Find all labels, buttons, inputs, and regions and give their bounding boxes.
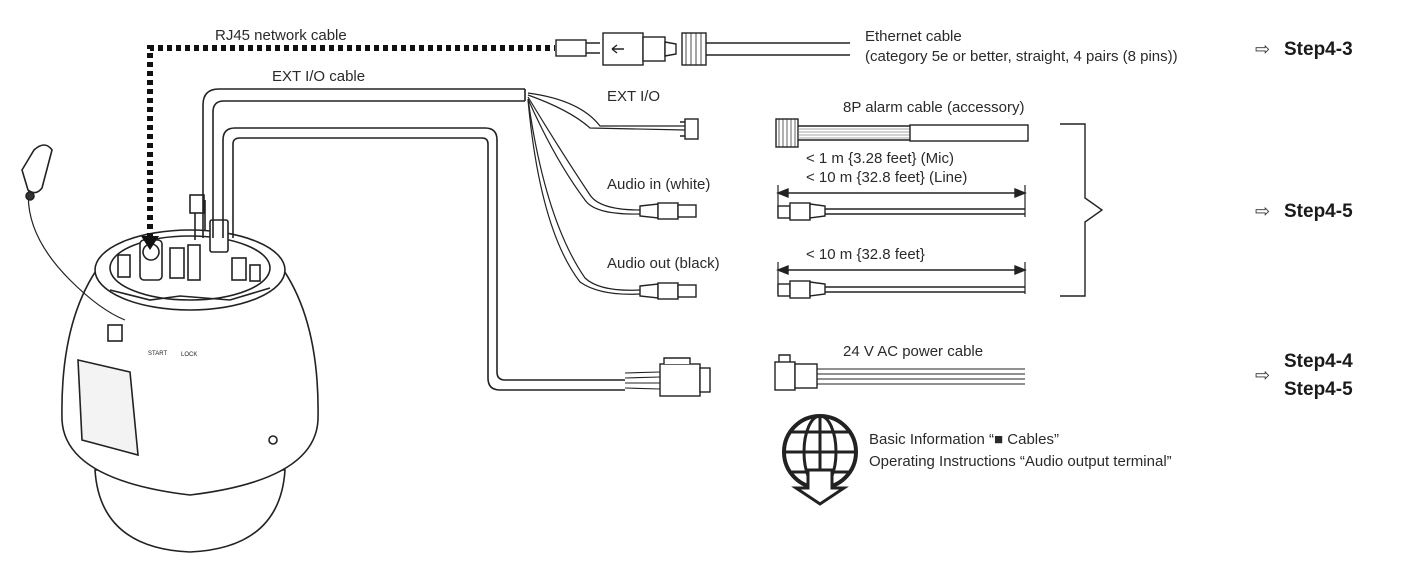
step-4-5-link[interactable]: Step4-5 bbox=[1284, 201, 1353, 222]
step-4-3-link[interactable]: Step4-3 bbox=[1284, 39, 1353, 60]
power-cable-drawing bbox=[774, 354, 1025, 391]
ethernet-cable-spec: (category 5e or better, straight, 4 pair… bbox=[865, 48, 1178, 65]
basic-info-reference: Basic Information “■ Cables” bbox=[869, 431, 1059, 448]
audio-out-plug bbox=[639, 282, 697, 300]
start-mark: START bbox=[148, 351, 167, 357]
rj45-plug bbox=[555, 39, 600, 57]
globe-download-icon bbox=[782, 414, 858, 506]
step-4-5-power-link[interactable]: Step4-5 bbox=[1284, 379, 1353, 400]
power-cable-label: 24 V AC power cable bbox=[843, 343, 984, 360]
audio-out-label: Audio out (black) bbox=[607, 255, 720, 272]
line-cable-drawing bbox=[776, 185, 1027, 221]
camera-body bbox=[21, 144, 319, 553]
audio-out-cable-drawing bbox=[776, 262, 1027, 299]
step45-brace bbox=[1060, 123, 1104, 297]
audio-in-label: Audio in (white) bbox=[607, 176, 711, 193]
ext-io-cable-label: EXT I/O cable bbox=[272, 68, 366, 85]
rj45-cable bbox=[147, 45, 555, 238]
power-connector bbox=[659, 357, 711, 397]
ethernet-cable-label: Ethernet cable bbox=[865, 28, 962, 45]
ext-io-cable bbox=[202, 88, 686, 295]
ethernet-connector bbox=[602, 32, 850, 66]
step-4-4-link[interactable]: Step4-4 bbox=[1284, 351, 1353, 372]
rj45-arrowhead bbox=[141, 236, 159, 250]
rj45-cable-label: RJ45 network cable bbox=[215, 27, 347, 44]
step43-arrow-icon: ⇨ bbox=[1255, 39, 1271, 59]
step44-arrow-icon: ⇨ bbox=[1255, 365, 1271, 385]
power-cable bbox=[222, 127, 661, 391]
mic-length-label: < 1 m {3.28 feet} (Mic) bbox=[806, 150, 954, 167]
alarm-cable-label: 8P alarm cable (accessory) bbox=[843, 99, 1025, 116]
lock-mark: LOCK bbox=[181, 352, 197, 358]
alarm-cable-drawing bbox=[775, 118, 1029, 148]
audio-in-plug bbox=[639, 202, 697, 220]
ext-io-connector bbox=[680, 118, 699, 140]
ext-io-label: EXT I/O bbox=[607, 88, 661, 105]
operating-instructions-reference: Operating Instructions “Audio output ter… bbox=[869, 453, 1172, 470]
audio-out-length-label: < 10 m {32.8 feet} bbox=[806, 246, 925, 263]
line-length-label: < 10 m {32.8 feet} (Line) bbox=[806, 169, 968, 186]
step45-arrow-icon: ⇨ bbox=[1255, 201, 1271, 221]
